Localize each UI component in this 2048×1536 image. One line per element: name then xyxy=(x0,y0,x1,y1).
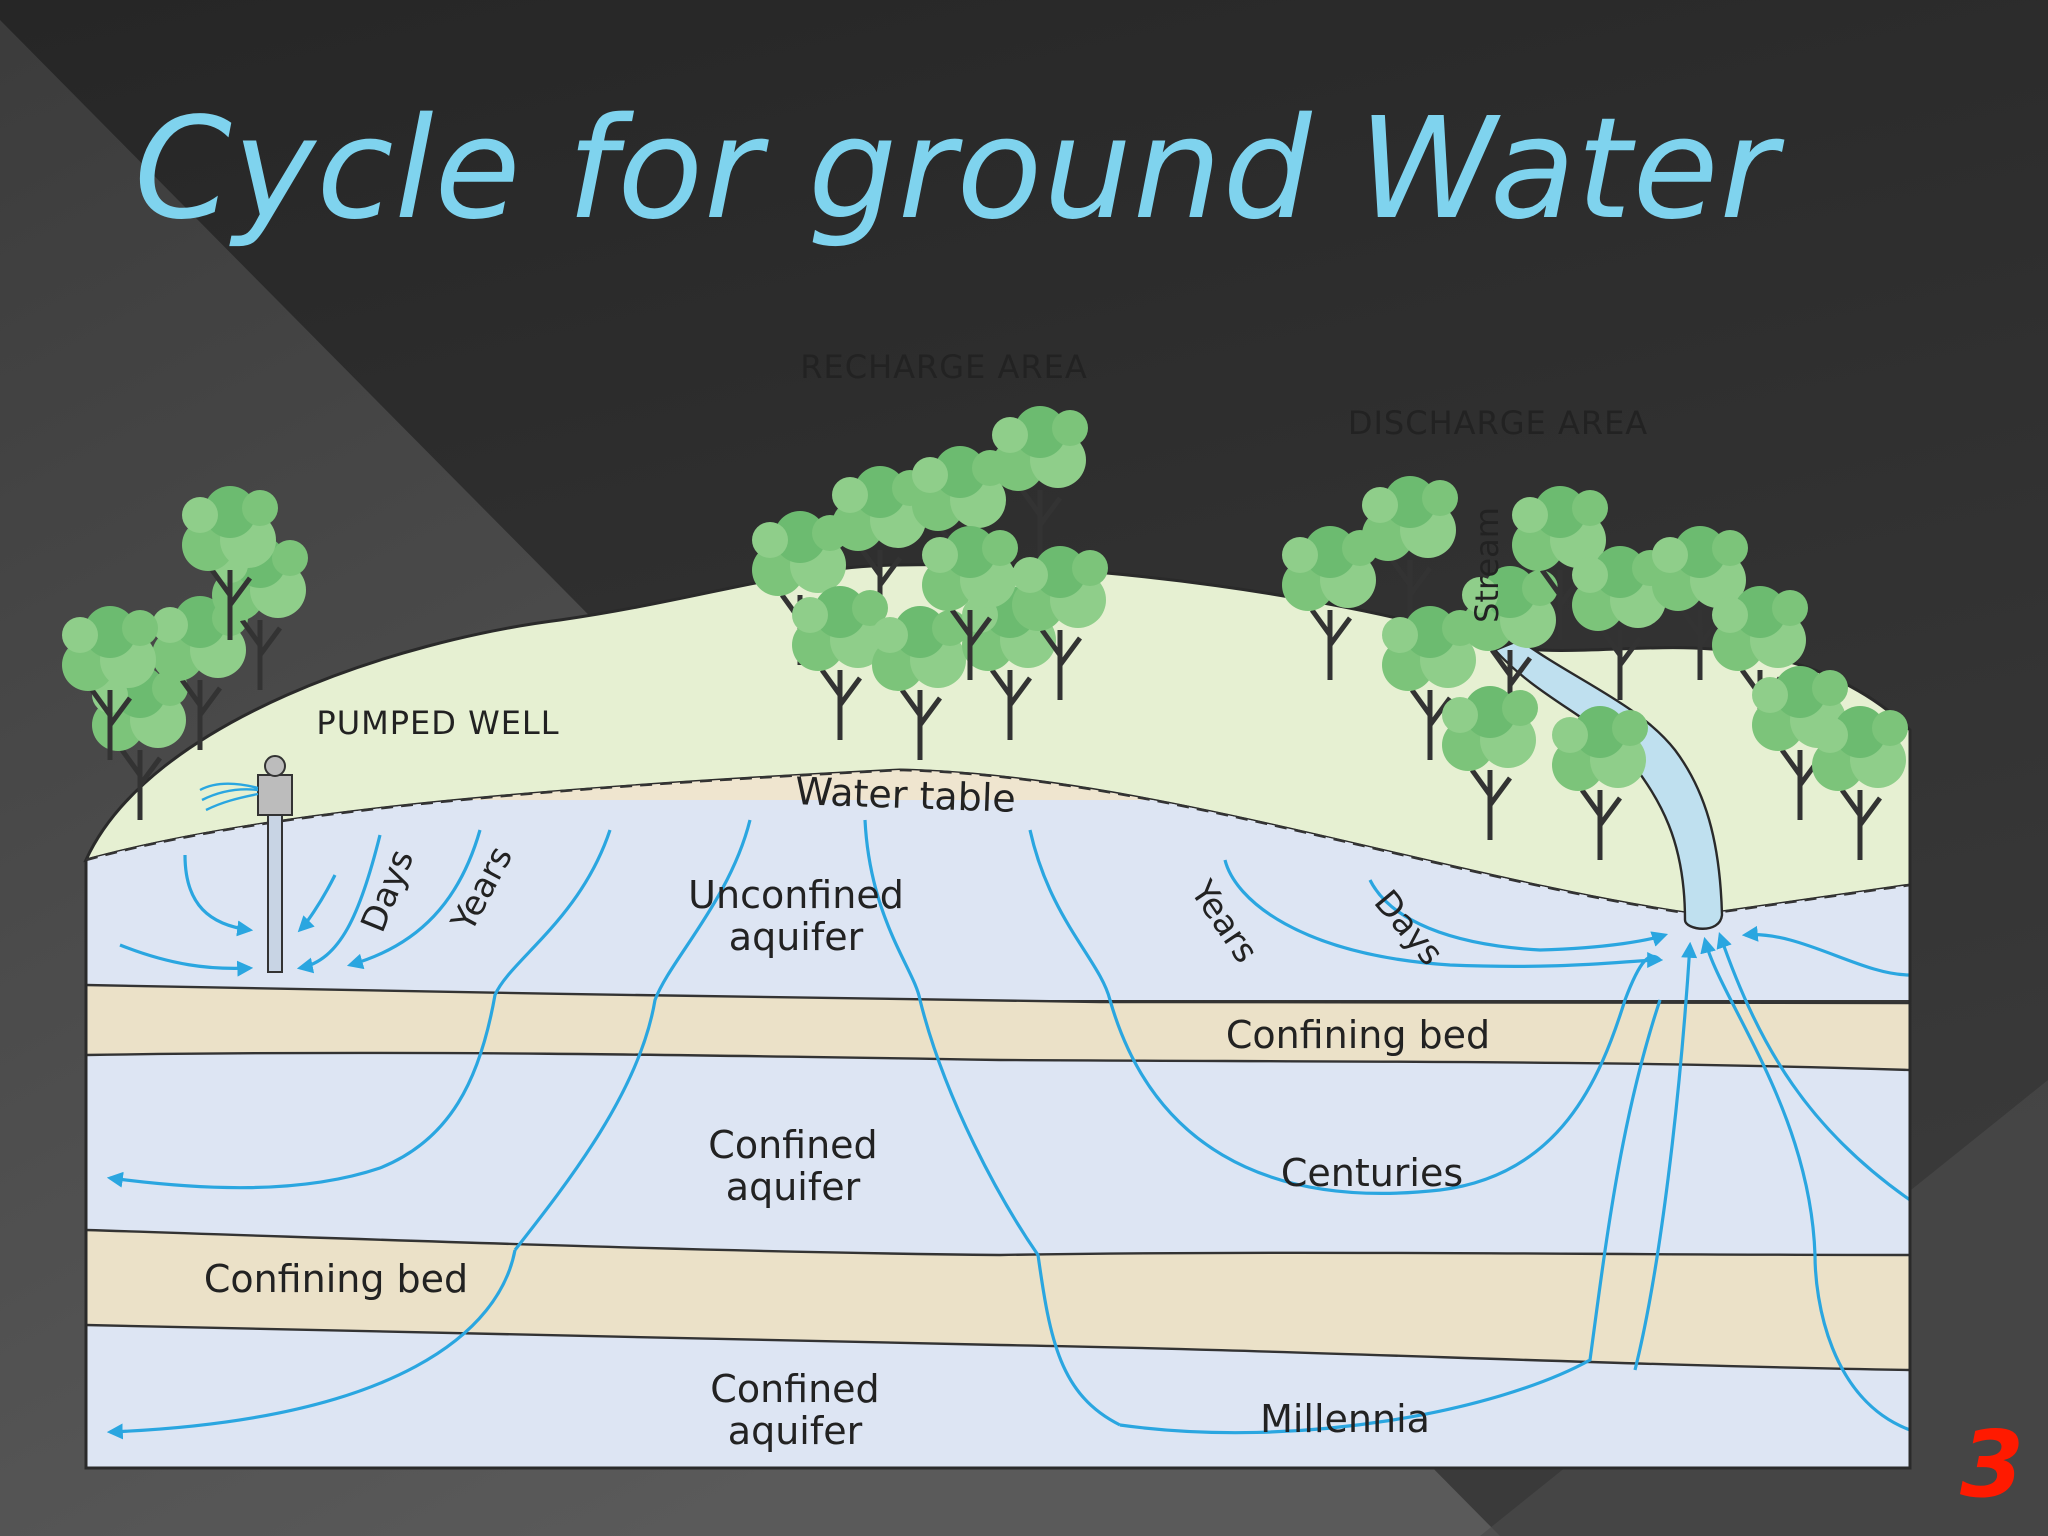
pumped-well xyxy=(199,755,293,973)
confining-bed-upper-layer xyxy=(86,985,1910,1070)
stream-label: Stream xyxy=(1468,507,1506,623)
confining-bed-lower-layer xyxy=(86,1230,1910,1370)
confined-aquifer-lower-layer xyxy=(86,1325,1910,1468)
water-table-line xyxy=(85,768,1911,917)
flow-lines xyxy=(106,819,1910,1440)
recharge-area-label: RECHARGE AREA xyxy=(800,348,1087,386)
confined-aquifer-upper-layer xyxy=(86,1052,1910,1255)
millennia-label: Millennia xyxy=(1260,1397,1430,1441)
pumped-well-label: PUMPED WELL xyxy=(316,704,559,742)
unconfined-aquifer-label-line1: Unconfined xyxy=(688,873,904,917)
water-table-label: Water table xyxy=(794,769,1016,821)
section-outline xyxy=(84,730,1912,1470)
slide-number: 3 xyxy=(1959,1411,2024,1518)
centuries-label: Centuries xyxy=(1281,1151,1463,1195)
confined-aquifer-lower-label-line1: Confined xyxy=(710,1367,879,1411)
unconfined-aquifer-label-line2: aquifer xyxy=(729,915,864,959)
confining-bed-lower-label: Confining bed xyxy=(204,1257,468,1301)
confined-aquifer-upper-label-line2: aquifer xyxy=(726,1165,861,1209)
confined-aquifer-upper-label-line1: Confined xyxy=(708,1123,877,1167)
confining-bed-upper-label: Confining bed xyxy=(1226,1013,1490,1057)
confined-aquifer-lower-label-line2: aquifer xyxy=(728,1409,863,1453)
slide-title: Cycle for ground Water xyxy=(134,88,1779,251)
discharge-area-label: DISCHARGE AREA xyxy=(1348,404,1648,442)
